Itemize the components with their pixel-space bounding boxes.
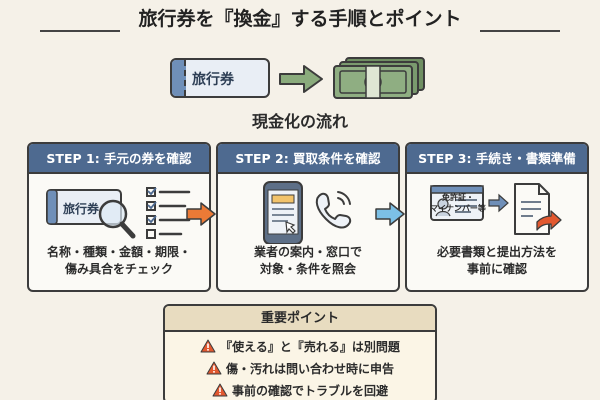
phone-inquiry-illustration xyxy=(263,181,352,244)
step-3-line-1: 必要書類と提出方法を xyxy=(436,245,557,259)
step-1-line-2: 傷み具合をチェック xyxy=(64,262,173,276)
flow-subtitle: 現金化の流れ xyxy=(251,112,348,131)
point-item: 傷・汚れは問い合わせ時に申告 xyxy=(165,358,435,378)
point-text: 事前の確認でトラブルを回避 xyxy=(231,383,388,398)
voucher-inspect-illustration xyxy=(46,187,191,239)
point-item: 『使える』と『売れる』は別問題 xyxy=(165,336,435,356)
step-3-header: STEP 3: 手続き・書類準備 xyxy=(407,144,587,174)
step-2-line-1: 業者の案内・窓口で xyxy=(253,245,362,259)
step-1-card: STEP 1: 手元の券を確認 旅行券 名称・種類・金額・期限・ 傷み具合をチェ… xyxy=(27,142,211,292)
step-3-description: 必要書類と提出方法を 事前に確認 xyxy=(411,244,583,278)
page-title: 旅行券を『換金』する手順とポイント xyxy=(138,8,462,30)
step-1-line-1: 名称・種類・金額・期限・ xyxy=(46,245,191,259)
documents-illustration xyxy=(430,183,562,235)
point-text: 『使える』と『売れる』は別問題 xyxy=(220,339,400,354)
step-1-ticket-label: 旅行券 xyxy=(63,202,100,216)
step-1-description: 名称・種類・金額・期限・ 傷み具合をチェック xyxy=(33,244,205,278)
point-text: 傷・汚れは問い合わせ時に申告 xyxy=(225,361,394,376)
point-item: 事前の確認でトラブルを回避 xyxy=(165,380,435,400)
id-caption-line-2: マイナンバー等 xyxy=(430,204,486,213)
title-divider-left xyxy=(40,30,120,32)
warning-icon xyxy=(212,383,228,397)
step-1-header: STEP 1: 手元の券を確認 xyxy=(29,144,209,174)
id-documents-caption: 免許証・ マイナンバー等 xyxy=(423,192,493,214)
step-2-card: STEP 2: 買取条件を確認 業者の案内・窓口で 対象・条件を照会 xyxy=(216,142,400,292)
hero-ticket-label: 旅行券 xyxy=(192,72,234,88)
title-divider-right xyxy=(480,30,560,32)
cash-stack-icon xyxy=(333,57,425,99)
id-caption-line-1: 免許証・ xyxy=(442,193,474,202)
warning-icon xyxy=(206,361,222,375)
arrow-right-orange-icon xyxy=(186,202,216,226)
points-header: 重要ポイント xyxy=(165,306,435,332)
arrow-right-icon xyxy=(279,65,323,93)
step-2-line-2: 対象・条件を照会 xyxy=(259,262,356,276)
warning-icon xyxy=(200,339,216,353)
step-2-description: 業者の案内・窓口で 対象・条件を照会 xyxy=(222,244,394,278)
step-3-line-2: 事前に確認 xyxy=(466,262,527,276)
arrow-right-blue-icon xyxy=(375,202,405,226)
step-2-header: STEP 2: 買取条件を確認 xyxy=(218,144,398,174)
important-points-box: 重要ポイント 『使える』と『売れる』は別問題 傷・汚れは問い合わせ時に申告 事前… xyxy=(163,304,437,400)
step-3-card: STEP 3: 手続き・書類準備 免許証・ マイナンバー等 必要書類と提出方法を… xyxy=(405,142,589,292)
hero-illustration: 旅行券 xyxy=(170,52,430,100)
travel-voucher-icon: 旅行券 xyxy=(170,58,270,98)
